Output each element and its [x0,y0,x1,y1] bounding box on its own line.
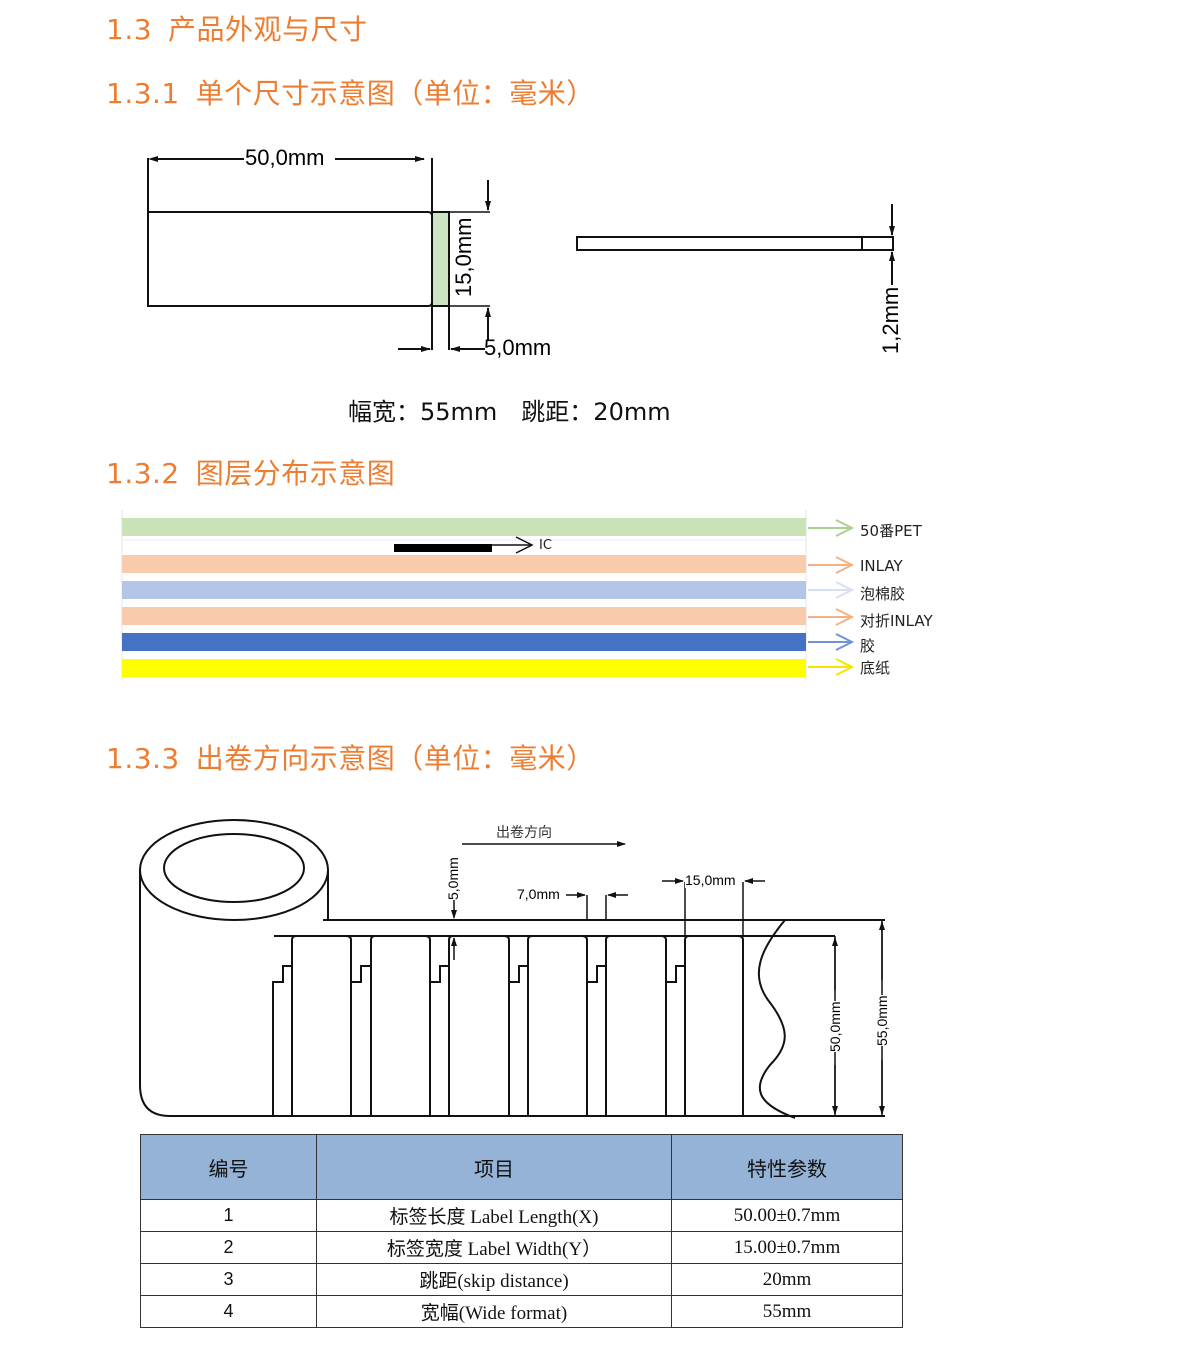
layer-folded-inlay [122,607,806,625]
legend-foam-adhesive: 泡棉胶 [860,585,906,603]
spec-table: 编号 项目 特性参数 1 标签长度 Label Length(X) 50.00±… [140,1134,903,1328]
heading-title: 出卷方向示意图（单位：毫米） [195,742,595,775]
label-width-dimension-label: 15,0mm [685,872,736,888]
heading-number: 1.3.1 [106,77,180,110]
cell-value: 55mm [671,1295,903,1328]
cell-number: 4 [140,1295,317,1328]
length-dimension-label: 50,0mm [244,145,326,171]
thickness-dimension-label: 1,2mm [878,285,904,355]
cell-item: 标签宽度 Label Width(Y） [316,1231,672,1264]
ic-label: IC [539,538,552,553]
layer-pet [122,518,806,536]
cell-value: 50.00±0.7mm [671,1199,903,1232]
layer-adhesive [122,633,806,651]
heading-number: 1.3.2 [106,457,180,490]
ic-strip [431,211,450,307]
section-heading: 1.3 产品外观与尺寸 [106,8,368,48]
ic-width-dimension-label: 5,0mm [484,335,552,360]
heading-number: 1.3.3 [106,742,180,775]
cell-item: 标签长度 Label Length(X) [316,1199,672,1232]
ic-chip [394,544,492,552]
top-margin-dimension-label: 5,0mm [445,857,461,900]
legend-folded-inlay: 对折INLAY [860,612,933,630]
heading-title: 图层分布示意图 [195,457,396,490]
table-header-row: 编号 项目 特性参数 [140,1134,903,1200]
cell-item: 跳距(skip distance) [316,1263,672,1296]
legend-inlay: INLAY [860,557,903,575]
single-size-diagram [147,156,895,352]
cell-item: 宽幅(Wide format) [316,1295,672,1328]
roll-direction-diagram [139,819,885,1119]
layer-foam-adhesive [122,581,806,599]
roll-direction-label: 出卷方向 [496,826,552,841]
web-width-dimension-label: 55,0mm [874,995,890,1046]
legend-pet: 50番PET [860,522,922,540]
layer-diagram [121,510,855,680]
cell-number: 3 [140,1263,317,1296]
cell-number: 1 [140,1199,317,1232]
cell-value: 15.00±0.7mm [671,1231,903,1264]
heading-title: 产品外观与尺寸 [168,13,368,46]
side-view-outline [576,236,894,251]
subsection-heading-single-size: 1.3.1 单个尺寸示意图（单位：毫米） [106,72,595,112]
layer-liner [122,659,806,677]
header-value: 特性参数 [671,1134,903,1200]
table-row: 4 宽幅(Wide format) 55mm [140,1295,903,1328]
subsection-heading-roll-direction: 1.3.3 出卷方向示意图（单位：毫米） [106,737,595,777]
label-length-dimension-label: 50,0mm [827,1001,843,1052]
cell-value: 20mm [671,1263,903,1296]
heading-number: 1.3 [106,13,153,46]
gap-dimension-label: 7,0mm [517,886,560,902]
subsection-heading-layers: 1.3.2 图层分布示意图 [106,452,395,492]
legend-liner: 底纸 [860,659,891,677]
legend-adhesive: 胶 [860,637,876,655]
table-row: 1 标签长度 Label Length(X) 50.00±0.7mm [140,1199,903,1232]
width-dimension-label: 15,0mm [451,216,477,298]
heading-title: 单个尺寸示意图（单位：毫米） [195,77,595,110]
header-item: 项目 [316,1134,672,1200]
table-row: 2 标签宽度 Label Width(Y） 15.00±0.7mm [140,1231,903,1264]
cell-number: 2 [140,1231,317,1264]
label-outline [147,211,433,307]
layer-inlay [122,555,806,573]
table-row: 3 跳距(skip distance) 20mm [140,1263,903,1296]
header-number: 编号 [140,1134,317,1200]
size-caption: 幅宽：55mm 跳距：20mm [348,398,671,426]
